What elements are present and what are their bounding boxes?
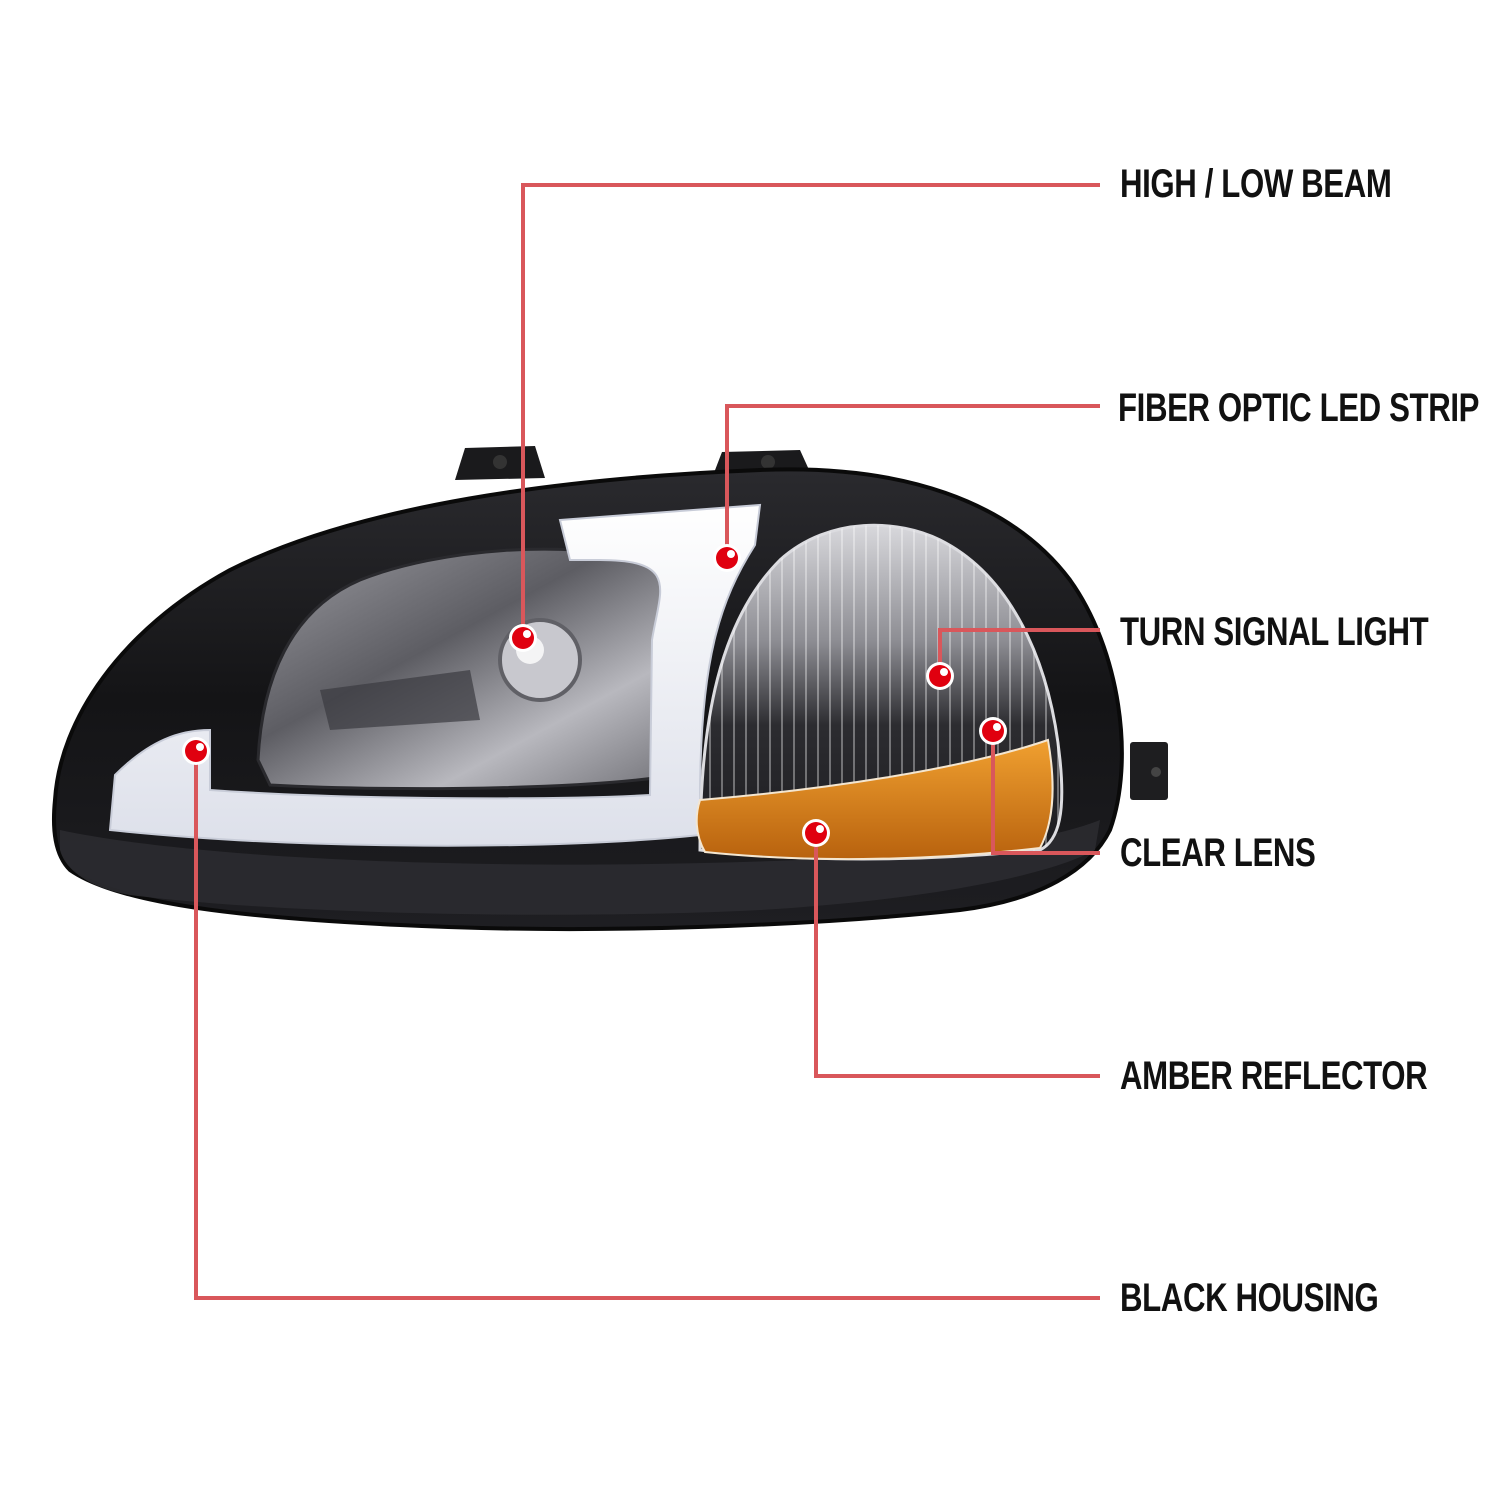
leader-lines	[194, 183, 1100, 1300]
label-fiber-optic-led-strip: FIBER OPTIC LED STRIP	[1118, 386, 1480, 430]
callout-markers	[182, 544, 1007, 847]
mounting-tab-left	[455, 446, 545, 480]
leader-line-amber-reflector	[814, 833, 1100, 1078]
amber-reflector-shape	[695, 738, 1054, 861]
marker-amber-reflector	[802, 819, 830, 847]
leader-line-clear-lens	[991, 731, 1100, 855]
marker-black-housing	[182, 737, 210, 765]
marker-clear-lens	[979, 717, 1007, 745]
label-high-low-beam: HIGH / LOW BEAM	[1120, 162, 1392, 206]
label-black-housing: BLACK HOUSING	[1120, 1276, 1379, 1320]
marker-turn-signal	[926, 662, 954, 690]
leader-line-high-low-beam	[521, 183, 1100, 638]
label-clear-lens: CLEAR LENS	[1120, 831, 1316, 875]
label-turn-signal-light: TURN SIGNAL LIGHT	[1120, 610, 1429, 654]
marker-high-low-beam	[509, 624, 537, 652]
fiber-optic-led-strip-shape	[108, 503, 762, 847]
label-amber-reflector: AMBER REFLECTOR	[1120, 1054, 1428, 1098]
leader-line-fiber-optic	[725, 404, 1100, 558]
leader-line-turn-signal	[938, 628, 1100, 676]
marker-fiber-optic	[713, 544, 741, 572]
side-connector	[1130, 742, 1168, 800]
leader-line-black-housing	[194, 751, 1100, 1300]
